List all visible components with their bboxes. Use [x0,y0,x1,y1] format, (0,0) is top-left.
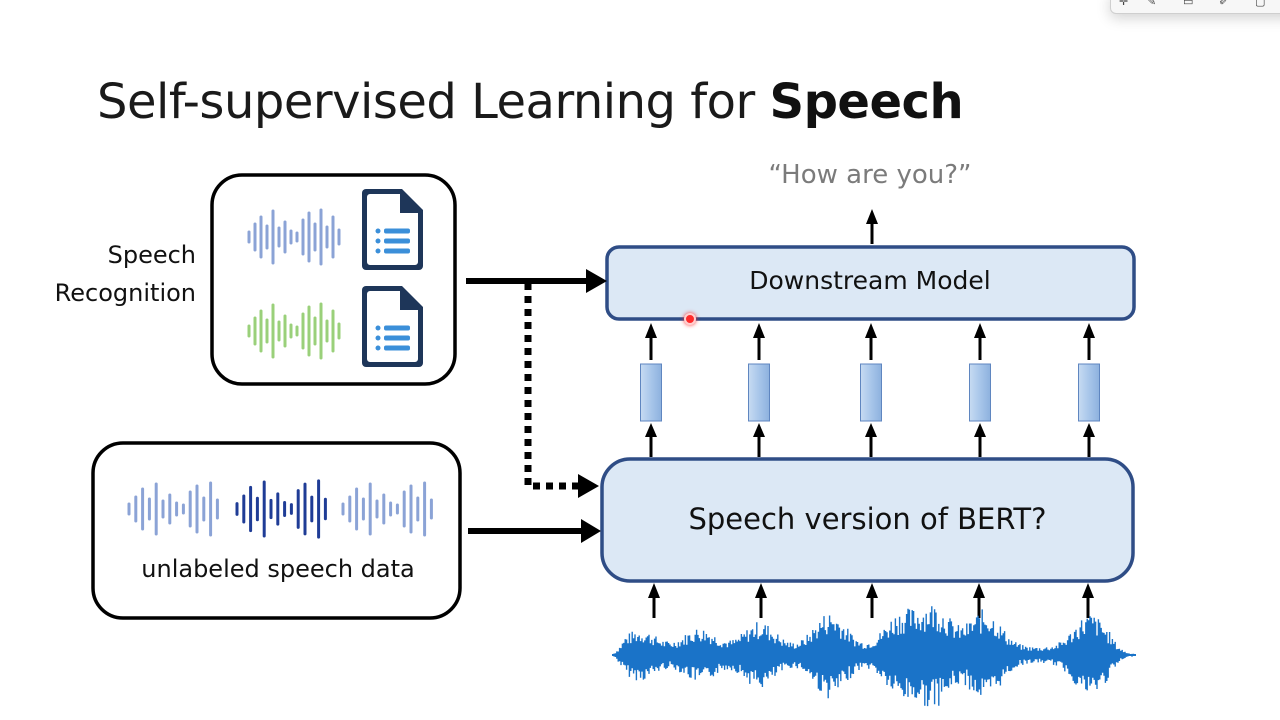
arrow-icon [468,519,601,543]
bert-box [600,457,1135,583]
dotted-connector [524,283,599,498]
output-text: “How are you?” [768,160,972,190]
bert-box-label: Speech version of BERT? [688,502,1047,536]
downstream-model-label: Downstream Model [749,266,991,295]
arrow-icon [866,583,878,598]
screen-icon[interactable]: ▭ [1183,0,1194,8]
arrow-icon [753,423,765,437]
arrow-icon [648,583,660,598]
feature-vector [640,363,662,422]
waveform-icon [247,302,341,360]
pin-icon[interactable]: ✛ [1119,0,1129,8]
unlabeled-data-box [91,441,462,620]
speech-recognition-label: Speech Recognition [40,236,196,312]
arrow-icon [865,423,877,437]
title-bold: Speech [769,74,964,130]
input-arrows [648,583,1094,618]
feature-columns [640,323,1100,457]
arrow-icon [865,323,877,338]
downstream-model-box [605,245,1136,321]
waveform-icon [127,479,433,539]
arrow-icon [1082,583,1094,598]
presenter-toolbar[interactable]: ✛ ✎ ▭ ✐ ▢ [1110,0,1280,14]
laser-pointer-icon [684,313,696,325]
arrow-icon [973,583,985,598]
arrow-icon [645,423,657,437]
feature-vector [969,363,991,422]
more-icon[interactable]: ▢ [1255,0,1266,8]
pen-icon[interactable]: ✎ [1147,0,1157,8]
arrow-icon [974,423,986,437]
feature-vector [1078,363,1100,422]
arrow-icon [466,269,607,293]
waveform-icon [247,208,341,266]
speech-signal-trace [613,606,1135,707]
arrow-icon [753,323,765,338]
speech-label-line1: Speech [107,241,196,269]
speech-signal-waveform [612,606,1136,707]
slide-title: Self-supervised Learning for Speech [97,74,964,130]
document-list-icon [362,189,423,270]
feature-vector [860,363,882,422]
unlabeled-data-label: unlabeled speech data [141,555,415,583]
title-prefix: Self-supervised Learning for [97,74,770,130]
speech-label-line2: Recognition [54,279,196,307]
arrow-icon [1083,323,1095,338]
edit-icon[interactable]: ✐ [1219,0,1229,8]
arrow-icon [866,209,878,244]
document-list-icon [362,286,423,367]
arrow-icon [1083,423,1095,437]
arrow-icon [645,323,657,338]
arrow-icon [755,583,767,598]
feature-vector [748,363,770,422]
arrow-icon [974,323,986,338]
